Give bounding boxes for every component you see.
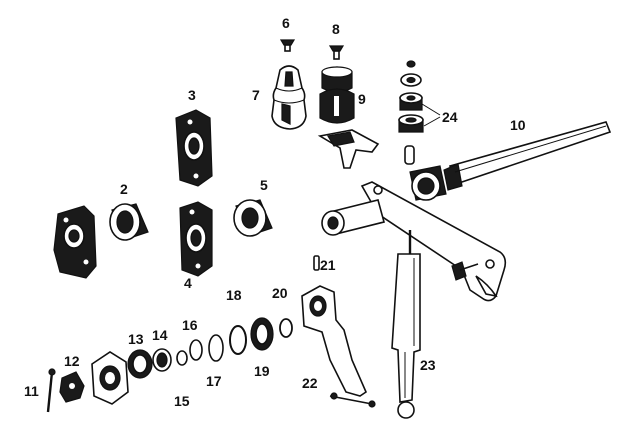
part-6-screw — [279, 39, 296, 52]
cross-member-plate — [360, 181, 507, 302]
part-3-bracket — [175, 109, 213, 187]
plate-bolt — [451, 261, 479, 281]
label-18: 18 — [226, 287, 242, 303]
label-10: 10 — [510, 117, 526, 133]
label-3: 3 — [188, 87, 196, 103]
label-15: 15 — [174, 393, 190, 409]
part-16-ring — [189, 339, 203, 361]
label-24: 24 — [442, 109, 458, 125]
hub-cover — [91, 351, 129, 405]
part-18-seal-ring — [229, 325, 247, 355]
part-11-bolt — [46, 368, 56, 413]
part-22-steering-knuckle — [301, 285, 376, 408]
part-8-screw — [328, 45, 345, 60]
part-15-ring — [176, 350, 188, 366]
part-23-shock-absorber — [391, 230, 421, 419]
part-14-bearing — [152, 348, 172, 372]
label-9: 9 — [358, 91, 366, 107]
label-16: 16 — [182, 317, 198, 333]
part-9-rubber-mount — [319, 66, 355, 124]
flange-plate-left — [53, 205, 97, 279]
label-11: 11 — [24, 383, 39, 399]
part-2-bushing — [109, 203, 149, 241]
part-10-torsion-bar — [443, 121, 612, 191]
part-17-ring — [208, 334, 224, 362]
label-21: 21 — [320, 257, 336, 273]
label-13: 13 — [128, 331, 144, 347]
label-4: 4 — [184, 275, 192, 291]
bracket-under-9 — [317, 129, 380, 169]
label-17: 17 — [206, 373, 222, 389]
part-4-bracket — [179, 201, 213, 277]
part-7-bump-stop — [271, 65, 307, 130]
label-8: 8 — [332, 21, 340, 37]
part-19-bearing — [250, 317, 274, 351]
label-19: 19 — [254, 363, 270, 379]
part-24-nuts — [398, 60, 424, 165]
part-20-ring — [279, 318, 293, 338]
label-22: 22 — [302, 375, 318, 391]
pivot-tube — [321, 199, 385, 236]
part-13-bearing — [127, 349, 153, 379]
label-6: 6 — [282, 15, 290, 31]
part-12-castle-nut — [59, 371, 85, 403]
part-5-bushing — [233, 199, 273, 237]
part-21-pin — [313, 255, 320, 271]
part-24-leader-lines — [421, 103, 441, 127]
label-2: 2 — [120, 181, 128, 197]
label-23: 23 — [420, 357, 436, 373]
label-5: 5 — [260, 177, 268, 193]
torsion-bar-bushing — [409, 165, 447, 201]
label-7: 7 — [252, 87, 260, 103]
label-12: 12 — [64, 353, 80, 369]
label-14: 14 — [152, 327, 168, 343]
label-20: 20 — [272, 285, 288, 301]
